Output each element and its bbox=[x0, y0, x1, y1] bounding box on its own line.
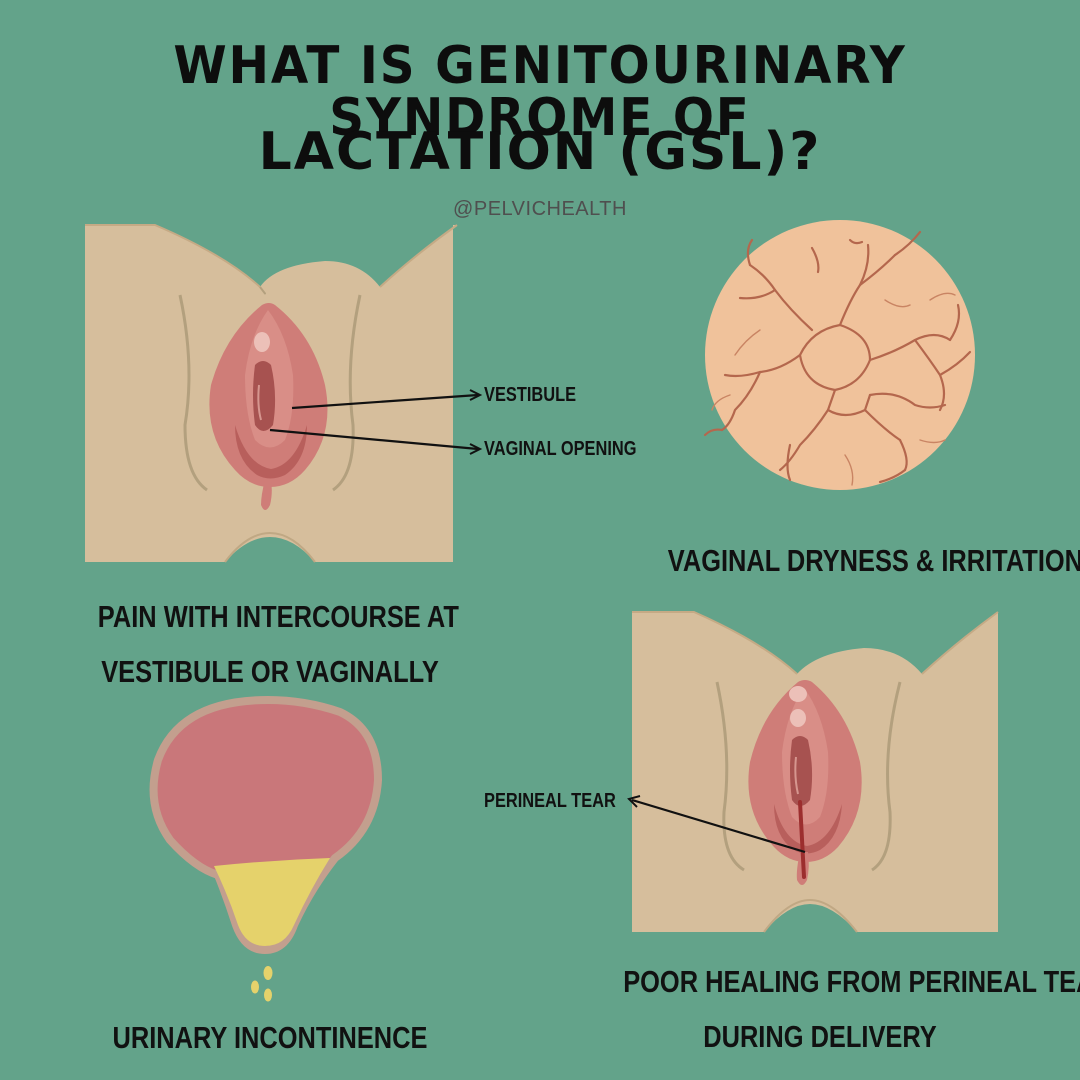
caption-pain-line-2: VESTIBULE OR VAGINALLY bbox=[101, 654, 439, 689]
caption-dryness: VAGINAL DRYNESS & IRRITATION bbox=[667, 543, 1080, 578]
label-vestibule: VESTIBULE bbox=[484, 384, 577, 406]
caption-pain-line-1: PAIN WITH INTERCOURSE AT bbox=[97, 599, 459, 634]
title-line-2: LACTATION (GSL)? bbox=[258, 122, 822, 182]
caption-healing-line-1: POOR HEALING FROM PERINEAL TEARS bbox=[623, 964, 1080, 999]
label-perineal-tear: PERINEAL TEAR bbox=[484, 790, 616, 812]
author-handle: @PELVICHEALTH bbox=[453, 198, 627, 220]
caption-incontinence: URINARY INCONTINENCE bbox=[112, 1020, 428, 1055]
title-line-1: WHAT IS GENITOURINARY SYNDROME OF bbox=[173, 36, 907, 148]
label-vaginal-opening: VAGINAL OPENING bbox=[484, 438, 637, 460]
caption-healing-line-2: DURING DELIVERY bbox=[703, 1019, 937, 1054]
